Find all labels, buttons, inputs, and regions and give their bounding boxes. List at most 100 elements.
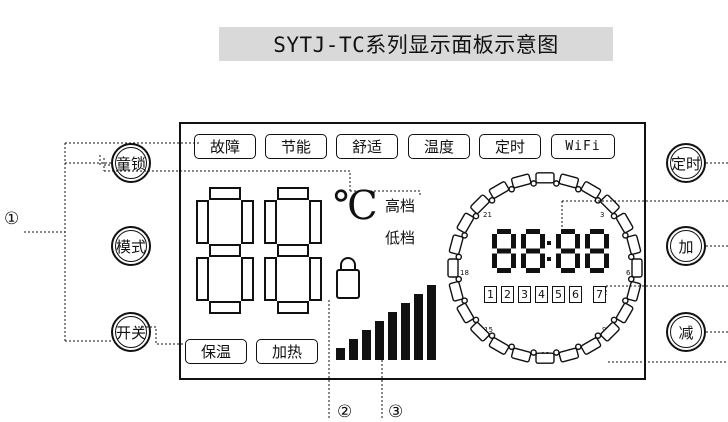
dial-dot-12: [530, 349, 537, 356]
outline-seg-v-3: [241, 257, 254, 301]
dial-label-18: 18: [460, 269, 469, 277]
dial-dot-3: [610, 212, 618, 220]
dial-dot-10: [574, 343, 582, 351]
dial-dot-15: [472, 316, 480, 324]
clock-digit-3: [556, 229, 580, 273]
outline-seg-v-1: [309, 200, 322, 244]
day-box-5: 5: [552, 286, 565, 303]
level-bar-7: [414, 294, 423, 360]
gear-low-label: 低档: [385, 229, 416, 247]
clock-digits: [492, 229, 609, 273]
clock-colon-top: [547, 241, 551, 245]
dial-dot-4: [622, 232, 629, 239]
timer-button[interactable]: 定时: [666, 143, 706, 183]
minus-button[interactable]: 减: [666, 312, 706, 352]
dial-dot-1: [574, 185, 582, 193]
dial-segment-7: [626, 281, 642, 302]
segment-v-0: [556, 234, 561, 249]
segment-h-0: [497, 229, 511, 234]
dial-label-15: 15: [484, 326, 493, 334]
mode-button[interactable]: 模式: [111, 226, 151, 266]
dial-segment-9: [600, 321, 620, 342]
outline-seg-v-2: [264, 257, 277, 301]
segment-h-1: [561, 248, 575, 254]
dial-dot-16: [461, 297, 468, 304]
indicator-wifi: WiFi: [551, 134, 615, 159]
level-bar-8: [427, 285, 436, 360]
outline-seg-h-1: [209, 244, 241, 257]
dial-dot-9: [594, 332, 602, 339]
temp-digit-2: [264, 187, 322, 314]
dial-segment-4: [615, 212, 634, 234]
dial-label-6: 6: [626, 269, 631, 277]
dial-dot-17: [455, 275, 463, 283]
dial-dot-18: [455, 253, 463, 261]
display-panel: [179, 122, 646, 380]
segment-h-2: [497, 268, 511, 273]
temperature-digits: [196, 187, 322, 314]
dial-segment-21: [470, 194, 490, 215]
segment-v-3: [604, 253, 609, 268]
segment-v-3: [511, 253, 516, 268]
dial-dot-2: [594, 197, 602, 204]
indicator-timer: 定时: [479, 134, 541, 159]
dial-segment-11: [558, 347, 580, 363]
segment-v-3: [540, 253, 545, 268]
callout-3: ③: [388, 402, 404, 422]
segment-v-1: [540, 234, 545, 249]
day-box-6: 6: [569, 286, 582, 303]
dial-dot-0: [553, 180, 560, 187]
outline-seg-h-0: [209, 187, 241, 200]
dial-segment-10: [580, 337, 602, 355]
dial-dot-5: [627, 253, 635, 261]
dial-label-21: 21: [483, 211, 492, 219]
segment-v-2: [585, 253, 590, 268]
segment-v-1: [604, 234, 609, 249]
dial-segment-8: [615, 302, 634, 324]
dial-dot-6: [627, 275, 635, 283]
dial-label-3: 3: [600, 211, 605, 219]
indicator-keep-warm: 保温: [185, 339, 247, 364]
segment-v-1: [511, 234, 516, 249]
indicator-fault: 故障: [194, 134, 256, 159]
dial-segment-6: [631, 258, 643, 278]
level-bar-1: [336, 348, 345, 360]
clock-digit-4: [585, 229, 609, 273]
dial-segment-1: [558, 173, 580, 189]
segment-v-3: [575, 253, 580, 268]
indicator-temperature: 温度: [408, 134, 470, 159]
segment-v-2: [492, 253, 497, 268]
dial-segment-13: [510, 347, 532, 363]
clock-digit-1: [492, 229, 516, 273]
power-button[interactable]: 开关: [111, 312, 151, 352]
dial-segment-12: [535, 352, 555, 364]
dial-segment-5: [626, 234, 642, 255]
day-box-4: 4: [535, 286, 548, 303]
segment-v-0: [492, 234, 497, 249]
dial-segment-22: [488, 181, 510, 199]
segment-v-1: [575, 234, 580, 249]
gear-high-label: 高档: [385, 197, 416, 215]
indicator-comfort: 舒适: [336, 134, 398, 159]
level-bar-4: [375, 321, 384, 360]
segment-h-2: [526, 268, 540, 273]
dial-dot-11: [553, 349, 560, 356]
dial-segment-23: [510, 173, 532, 189]
temp-digit-1: [196, 187, 254, 314]
outline-seg-v-3: [309, 257, 322, 301]
dial-segment-15: [470, 321, 490, 342]
segment-h-1: [526, 248, 540, 254]
segment-v-2: [556, 253, 561, 268]
segment-h-2: [590, 268, 604, 273]
clock-colon-bottom: [547, 257, 551, 261]
plus-button[interactable]: 加: [666, 226, 706, 266]
segment-v-0: [521, 234, 526, 249]
dial-segment-2: [580, 181, 602, 199]
level-bar-5: [388, 312, 397, 360]
dial-dot-22: [508, 185, 516, 193]
outline-seg-v-1: [241, 200, 254, 244]
callout-2: ②: [337, 402, 353, 422]
child-lock-button[interactable]: 童锁: [111, 143, 151, 183]
dial-dot-23: [530, 180, 537, 187]
